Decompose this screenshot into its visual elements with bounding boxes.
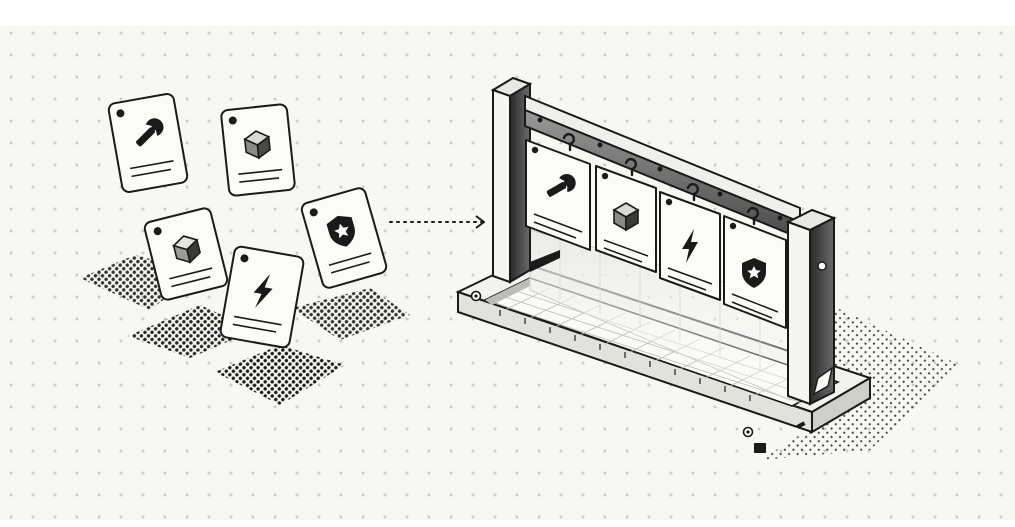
loose-card-lightning: [219, 245, 305, 349]
wrench-icon: [136, 118, 164, 147]
shield-star-icon: [326, 215, 355, 247]
right-post: [785, 208, 837, 406]
rack-card-wrench: [525, 139, 591, 251]
loose-card-wrench: [107, 93, 189, 193]
left-post: [490, 76, 560, 284]
loose-card-shield: [300, 187, 388, 289]
rack-card-shield: [723, 215, 787, 329]
lightning-icon: [253, 274, 273, 308]
lightning-icon: [682, 229, 698, 263]
rack: [455, 76, 960, 460]
rack-card-lightning: [659, 191, 721, 301]
loose-card-cube-top: [220, 103, 296, 197]
cube-icon: [172, 235, 201, 264]
wrench-icon: [546, 173, 576, 197]
rack-card-cube: [595, 165, 657, 273]
top-rail: [524, 94, 801, 240]
cube-icon: [243, 130, 271, 160]
shield-star-icon: [742, 258, 766, 288]
cube-icon: [612, 202, 640, 232]
dotted-arrow: [389, 215, 485, 229]
loose-card-cube-lower: [143, 207, 229, 301]
